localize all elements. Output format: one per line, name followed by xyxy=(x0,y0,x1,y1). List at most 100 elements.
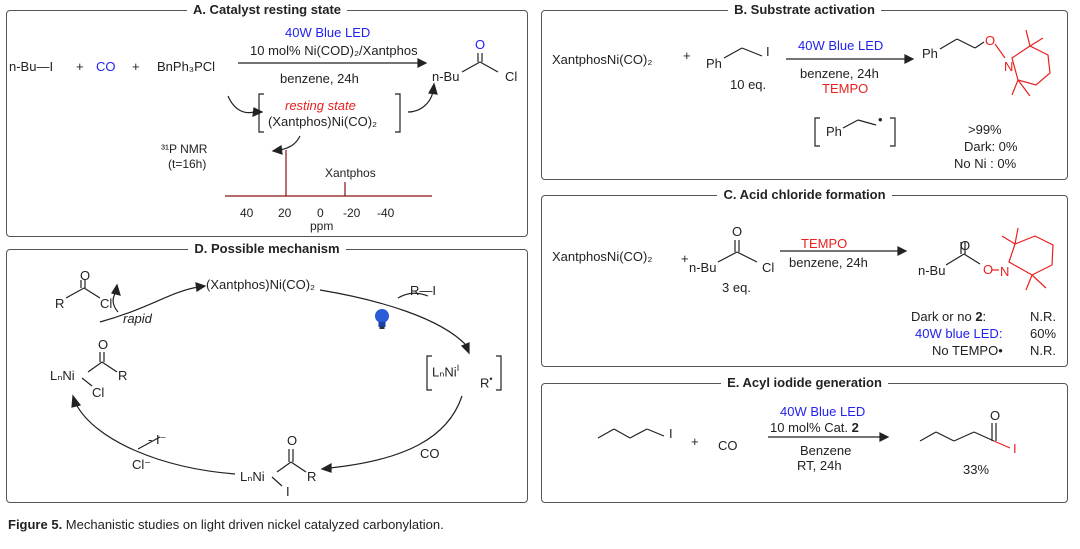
b-plus: + xyxy=(683,48,691,63)
c-acyl-nbu: n-Bu xyxy=(689,260,717,275)
d-bottom-i: I xyxy=(286,484,290,499)
b-iodide: I xyxy=(766,44,770,59)
d-acyl-r: R xyxy=(55,296,65,311)
c-tempo-label: TEMPO xyxy=(801,236,848,251)
c-solvent-label: benzene, 24h xyxy=(789,255,868,270)
panel-d-title: D. Possible mechanism xyxy=(188,241,346,256)
a-product-o: O xyxy=(475,37,486,52)
a-plus-2: + xyxy=(132,59,140,74)
e-product-i: I xyxy=(1013,441,1017,456)
c-result-notempo-value: N.R. xyxy=(1030,343,1056,358)
d-acyl-cl: Cl xyxy=(100,296,113,311)
c-result-dark-value: N.R. xyxy=(1030,309,1056,324)
a-tick-neg20: -20 xyxy=(343,206,361,220)
d-top-complex: (Xantphos)Ni(CO)₂ xyxy=(206,277,316,292)
c-acyl-o: O xyxy=(732,224,743,239)
c-result-dark-cat: 2 xyxy=(975,309,983,324)
panel-c: C. Acid chloride formation xyxy=(541,187,1068,367)
b-ph: Ph xyxy=(706,56,722,71)
c-result-notempo-label: No TEMPO• xyxy=(932,343,1003,358)
d-ni-radical-r-text: R xyxy=(480,375,490,391)
a-nmr-time: (t=16h) xyxy=(168,157,207,171)
b-result-yield: >99% xyxy=(968,122,1002,137)
a-nmr-label: ³¹P NMR xyxy=(161,142,208,156)
d-minus-i: - I⁻ xyxy=(148,432,167,447)
a-tick-20: 20 xyxy=(278,206,292,220)
b-result-dark: Dark: 0% xyxy=(964,139,1018,154)
d-left-r: R xyxy=(118,368,128,383)
caption-label: Figure 5. xyxy=(8,517,63,532)
e-catalyst-number: 2 xyxy=(851,420,859,435)
panel-e: E. Acyl iodide generation xyxy=(541,375,1068,503)
panel-b: B. Substrate activation xyxy=(541,2,1068,180)
caption-text: Mechanistic studies on light driven nick… xyxy=(62,517,444,532)
b-product-ph: Ph xyxy=(922,46,938,61)
e-product-o: O xyxy=(990,408,1001,423)
panel-a-title: A. Catalyst resting state xyxy=(186,2,348,17)
c-result-led-value: 60% xyxy=(1030,326,1057,341)
b-radical-ph: Ph xyxy=(826,124,842,139)
panel-e-title: E. Acyl iodide generation xyxy=(721,375,888,390)
a-ppm-label: ppm xyxy=(310,219,334,233)
c-product-o2: O xyxy=(983,262,994,277)
a-nbu-iodide: n-Bu—I xyxy=(9,59,54,74)
c-product-nbu: n-Bu xyxy=(918,263,946,278)
panel-c-title: C. Acid chloride formation xyxy=(717,187,892,202)
d-bottom-o: O xyxy=(287,433,298,448)
b-result-noni: No Ni : 0% xyxy=(954,156,1017,171)
b-reagent: XantphosNi(CO)₂ xyxy=(552,52,653,67)
b-led-label: 40W Blue LED xyxy=(798,38,884,53)
e-led-label: 40W Blue LED xyxy=(780,404,866,419)
a-xantphos-label: Xantphos xyxy=(325,166,376,180)
d-ni-radical-ox: I xyxy=(456,363,460,373)
d-cl-minus: Cl⁻ xyxy=(132,457,152,472)
a-bnph3pcl: BnPh₃PCl xyxy=(157,59,216,74)
d-ni-radical-lni: LₙNiI xyxy=(432,361,459,379)
lightbulb-icon xyxy=(375,309,389,329)
a-catalyst-label: 10 mol% Ni(COD)₂/Xantphos xyxy=(250,43,418,58)
e-catalyst-label: 10 mol% Cat. 2 xyxy=(770,420,859,435)
c-result-dark-label: Dark or no 2: xyxy=(911,309,986,324)
a-co: CO xyxy=(96,59,116,74)
c-plus: + xyxy=(681,251,689,266)
e-iodide: I xyxy=(669,426,673,441)
e-solvent-label: Benzene xyxy=(800,443,852,458)
c-acyl-cl: Cl xyxy=(762,260,775,275)
e-co: CO xyxy=(718,438,738,453)
b-solvent-label: benzene, 24h xyxy=(800,66,879,81)
d-left-lni: LₙNi xyxy=(50,368,75,383)
c-result-dark-colon: : xyxy=(982,309,987,324)
panel-a: A. Catalyst resting state xyxy=(6,2,528,237)
panel-b-title: B. Substrate activation xyxy=(728,2,881,17)
e-temp-label: RT, 24h xyxy=(797,458,842,473)
panel-d: D. Possible mechanism xyxy=(6,241,528,503)
d-left-cl: Cl xyxy=(92,385,105,400)
b-tempo-label: TEMPO xyxy=(822,81,869,96)
a-tick-neg40: -40 xyxy=(377,206,395,220)
d-co-label: CO xyxy=(420,446,440,461)
b-equiv: 10 eq. xyxy=(730,77,767,92)
c-result-led-label: 40W blue LED: xyxy=(915,326,1003,341)
e-plus: + xyxy=(691,434,699,449)
d-bottom-r: R xyxy=(307,469,317,484)
a-plus-1: + xyxy=(76,59,84,74)
b-product-n: N xyxy=(1004,59,1014,74)
c-result-dark-text: Dark or no xyxy=(911,309,976,324)
d-rx: R—I xyxy=(410,283,436,298)
a-product-cl: Cl xyxy=(505,69,518,84)
d-rapid-label: rapid xyxy=(123,311,152,326)
d-ni-radical-r: R• xyxy=(480,374,493,391)
c-product-n: N xyxy=(1000,264,1010,279)
c-equiv: 3 eq. xyxy=(722,280,751,295)
a-product-nbu: n-Bu xyxy=(432,69,460,84)
b-product-o: O xyxy=(985,33,996,48)
d-bottom-lni: LₙNi xyxy=(240,469,265,484)
figure-caption: Figure 5. Mechanistic studies on light d… xyxy=(8,517,444,532)
e-catalyst-text: 10 mol% Cat. xyxy=(770,420,852,435)
d-acyl-o: O xyxy=(80,268,91,283)
